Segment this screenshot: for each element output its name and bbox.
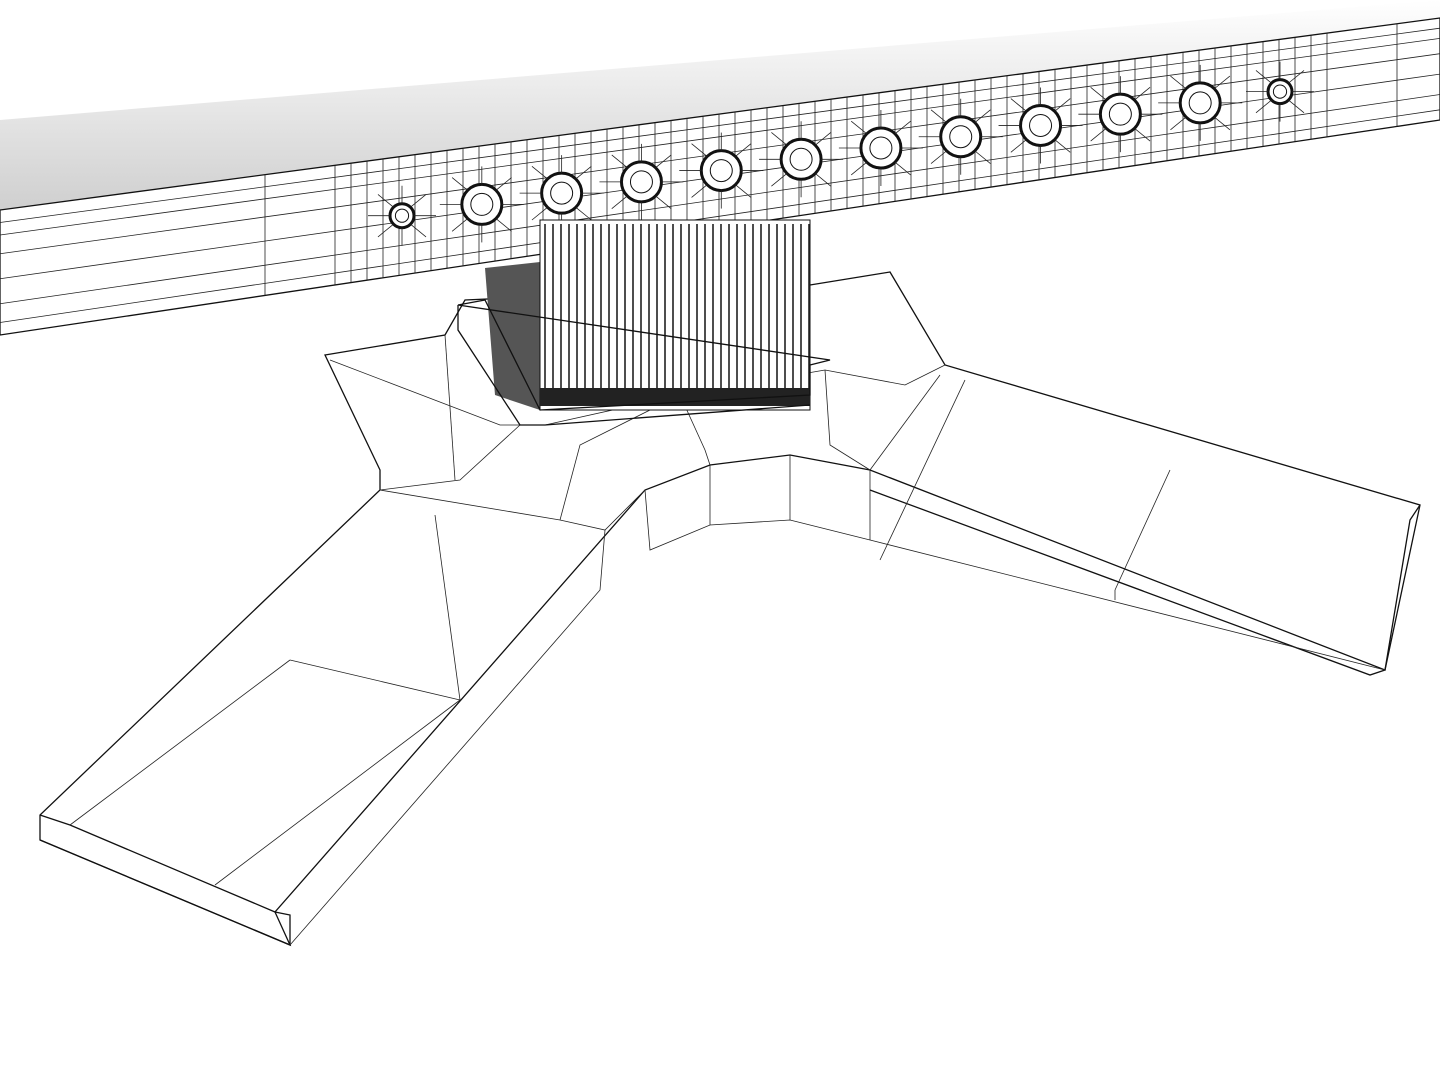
medallion-inner [629, 170, 653, 194]
medallion [1178, 81, 1222, 125]
medallion-ray [850, 161, 868, 176]
medallion-ray [1255, 99, 1272, 114]
medallion-ray [1134, 128, 1151, 142]
medallion-inner [550, 181, 574, 205]
medallion-ray [894, 120, 911, 135]
medallion-ray [1170, 116, 1187, 131]
medallion [859, 126, 903, 170]
medallion-ray [1090, 128, 1107, 142]
medallion-inner [709, 159, 733, 183]
medallion-ray [850, 120, 868, 135]
medallion-ray [1054, 139, 1071, 153]
medallion-ray [735, 184, 752, 198]
medallion-ray [575, 206, 592, 221]
medallion [460, 182, 504, 226]
medallion-ray [655, 195, 672, 210]
medallion-ray [1288, 99, 1305, 114]
medallion-ray [974, 150, 991, 164]
medallion-ray [1090, 86, 1107, 101]
medallion-inner [1029, 113, 1053, 137]
medallion-ray [451, 177, 468, 191]
medallion-ray [611, 195, 628, 210]
medallion-ray [691, 143, 708, 157]
top-bar [0, 17, 1440, 336]
medallion-ray [735, 143, 752, 157]
medallion-ray [410, 194, 427, 208]
medallion-ray [655, 154, 672, 169]
medallion-ray [691, 184, 708, 198]
medallion-ray [894, 161, 911, 176]
medallion-ray [410, 223, 427, 238]
medallion [388, 202, 416, 230]
medallion-ray [1288, 70, 1305, 84]
medallion-inner [869, 136, 893, 160]
medallion-inner [949, 125, 973, 149]
medallion-ray [1214, 75, 1231, 90]
stand-column [457, 219, 831, 426]
bar-shadow [0, 0, 1440, 210]
medallion-inner [1272, 84, 1288, 99]
medallion-ray [377, 223, 394, 238]
medallion-ray [814, 132, 832, 146]
medallion-ray [531, 165, 548, 180]
medallion-row [368, 61, 1314, 246]
medallion-inner [789, 147, 813, 171]
medallion-ray [1214, 116, 1231, 131]
medallion-ray [575, 165, 592, 180]
medallion [779, 137, 823, 181]
medallion [1266, 78, 1294, 106]
medallion-ray [377, 194, 394, 208]
medallion-ray [974, 109, 991, 123]
medallion-ray [930, 150, 947, 164]
medallion-ray [495, 177, 512, 191]
medallion-ray [531, 206, 548, 221]
medallion-inner [1188, 91, 1212, 115]
medallion-ray [611, 154, 628, 169]
medallion-ray [1054, 98, 1071, 112]
bar-edge-line [0, 109, 1440, 323]
medallion-ray [451, 218, 468, 232]
medallion-ray [1010, 98, 1027, 112]
medallion-inner [1108, 102, 1132, 126]
medallion-ray [771, 173, 788, 187]
medallion-ray [814, 173, 832, 187]
medallion-ray [1255, 70, 1272, 84]
medallion-ray [771, 132, 788, 146]
medallion-ray [1010, 139, 1027, 153]
bar-edge-line [0, 27, 1440, 223]
medallion-ray [1170, 75, 1187, 90]
medallion-ray [1134, 86, 1151, 101]
column-foot [540, 388, 810, 406]
medallion-ray [930, 109, 947, 123]
medallion [619, 160, 663, 204]
medallion [540, 171, 584, 215]
medallion [939, 115, 983, 159]
medallion-inner [394, 208, 410, 223]
medallion [699, 149, 743, 193]
medallion-ray [495, 218, 512, 232]
medallion [1098, 92, 1142, 136]
medallion [1019, 103, 1063, 147]
medallion-inner [470, 192, 494, 216]
